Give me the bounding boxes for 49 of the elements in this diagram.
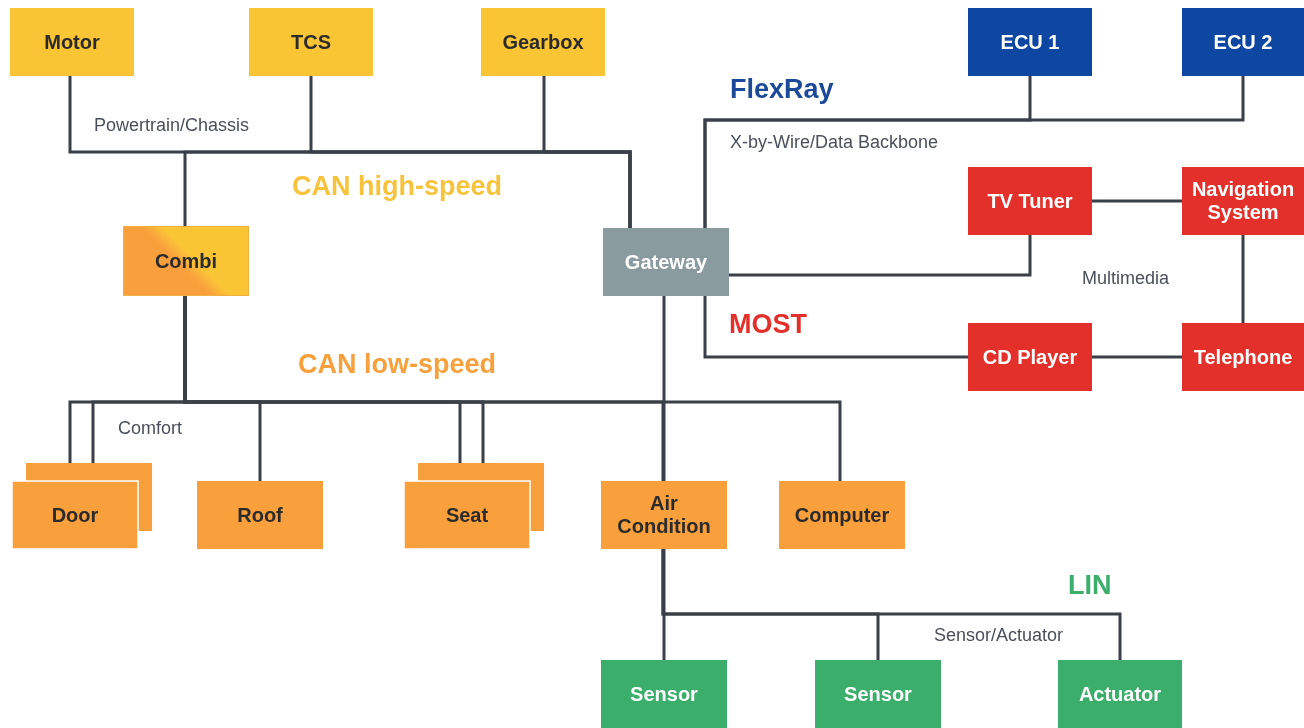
node-label: Telephone [1193,345,1293,369]
node-label: Combi [154,249,218,273]
node-label: Door [50,502,100,528]
module-box [197,481,323,549]
node-label: ECU 1 [1000,30,1060,54]
node-label: Air Condition [616,492,712,538]
module-box [10,8,134,76]
bus-line [1241,235,1245,323]
stacked-module-box [404,463,544,549]
node-label: Seat [444,502,490,528]
node-label: Sensor [630,682,698,706]
module-box [1182,323,1304,391]
bus-line [729,235,1032,277]
bus-line [183,150,632,228]
module-box [1182,8,1304,76]
node-label: Gateway [624,250,708,274]
module-box [968,8,1092,76]
node-label: Motor [44,30,100,54]
module-box [968,167,1092,235]
module-box [603,228,729,296]
module-box [601,481,727,549]
node-label: Roof [237,503,283,527]
module-box [1182,167,1304,235]
node-label: Sensor [844,682,912,706]
node-label: TCS [291,30,331,54]
module-box [481,8,605,76]
module-box [1058,660,1182,728]
bus-line [703,76,1245,228]
module-box [968,323,1092,391]
node-label: ECU 2 [1213,30,1273,54]
module-box [249,8,373,76]
module-box [123,226,249,296]
node-label: TV Tuner [987,189,1073,213]
stacked-module-box [12,463,152,549]
node-label: Gearbox [502,30,584,54]
bus-line [1092,355,1182,359]
node-label: Navigation System [1190,178,1296,224]
bus-line [662,549,666,660]
bus-line [703,296,968,359]
node-label: CD Player [982,345,1078,369]
module-box [779,481,905,549]
module-box [601,660,727,728]
node-label: Actuator [1078,682,1162,706]
node-label: Computer [794,503,890,527]
bus-line [662,296,666,481]
segment-label: X-by-Wire/Data Backbone [728,132,941,153]
module-box [815,660,941,728]
bus-line [661,549,1122,660]
bus-line [1092,199,1182,203]
